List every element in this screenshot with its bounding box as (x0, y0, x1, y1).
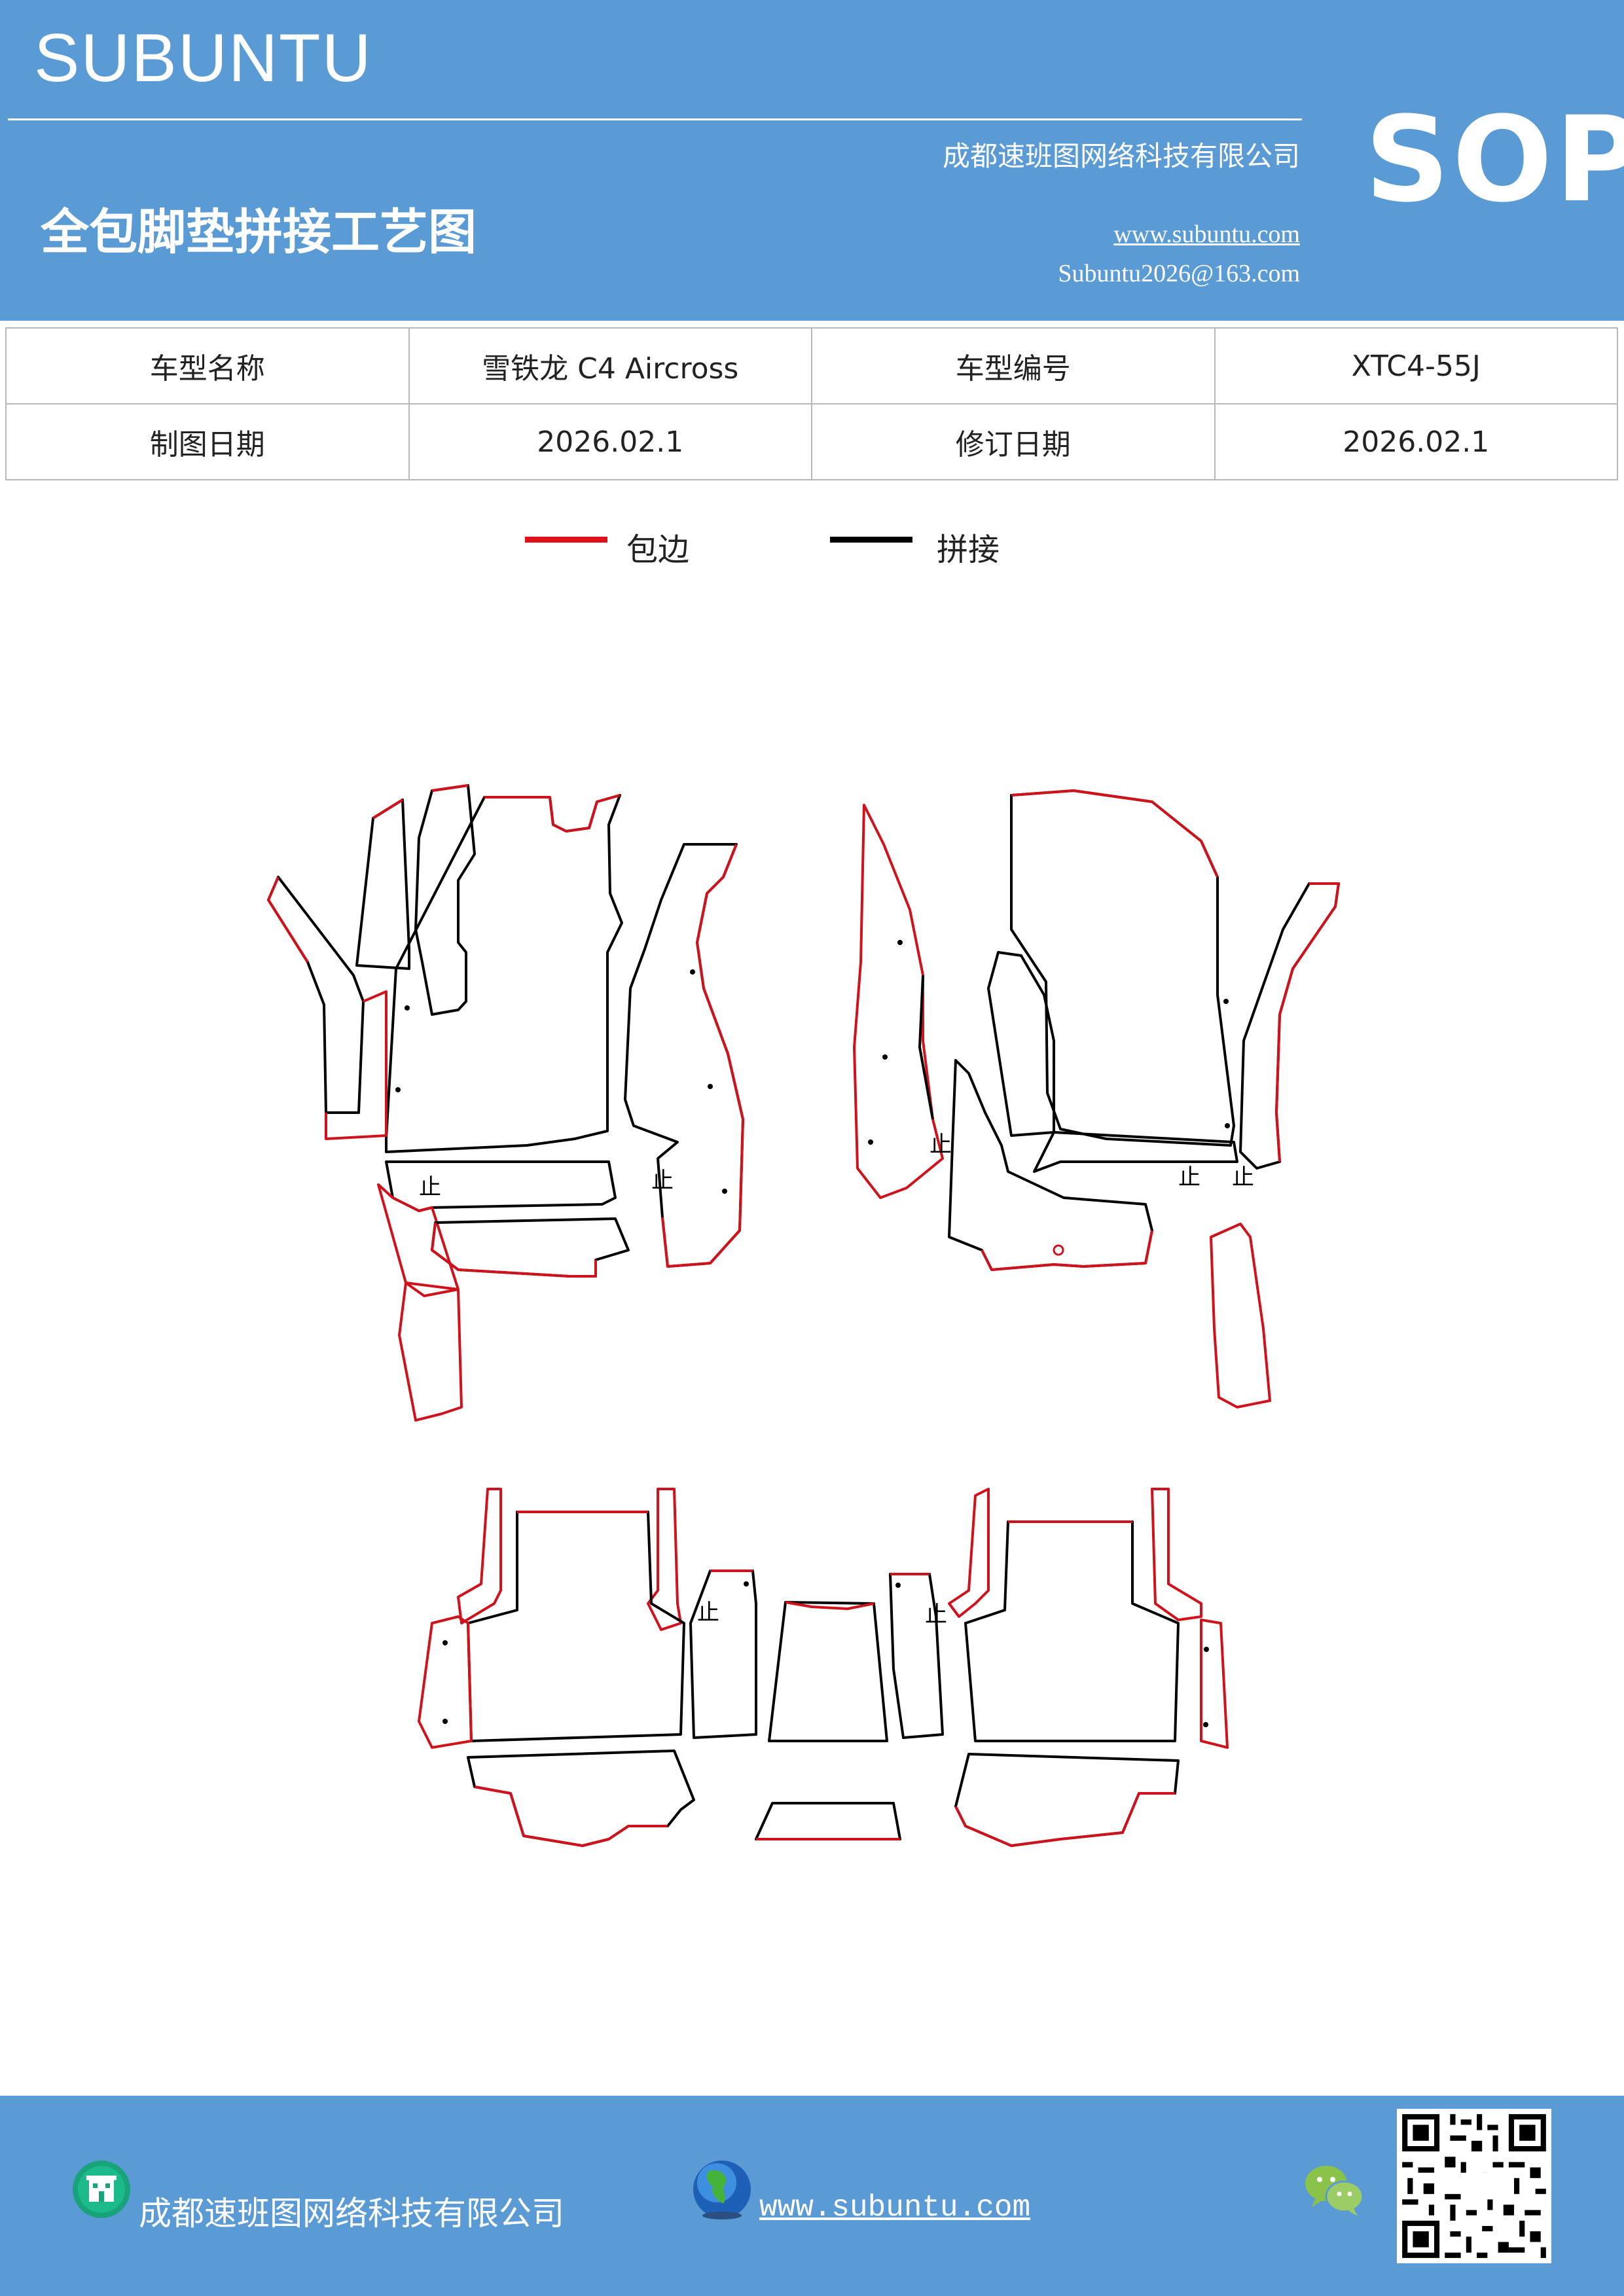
model-code-value: XTC4-55J (1214, 327, 1618, 404)
stop-mark: 止 (925, 1602, 947, 1628)
floor-mat-splice-diagram: 止 止 止 止 止 止 止 (267, 784, 1340, 1847)
stop-mark: 止 (1178, 1164, 1200, 1191)
legend-splice-label: 拼接 (937, 531, 1000, 568)
front-left-mats (267, 784, 744, 1422)
stop-mark: 止 (697, 1600, 719, 1626)
revise-date-value: 2026.02.1 (1214, 403, 1618, 480)
stop-mark: 止 (419, 1174, 441, 1200)
model-code-label: 车型编号 (811, 327, 1216, 404)
legend-edge-swatch (525, 537, 607, 543)
draw-date-label: 制图日期 (5, 403, 410, 480)
header-company-name: 成都速班图网络科技有限公司 (942, 140, 1300, 172)
footer-company-name: 成都速班图网络科技有限公司 (139, 2195, 564, 2233)
draw-date-value: 2026.02.1 (408, 403, 812, 480)
stop-mark: 止 (929, 1132, 952, 1158)
building-icon (73, 2161, 130, 2218)
document-title: 全包脚垫拼接工艺图 (41, 204, 477, 260)
stop-mark: 止 (1232, 1164, 1254, 1191)
sop-badge: SOP (1365, 92, 1624, 228)
front-right-mats (853, 789, 1340, 1408)
legend-splice-swatch (830, 537, 912, 543)
mounting-dots (395, 940, 1230, 1727)
header-banner: SUBUNTU 成都速班图网络科技有限公司 全包脚垫拼接工艺图 www.subu… (0, 0, 1624, 321)
header-email[interactable]: Subuntu2026@163.com (1058, 260, 1300, 287)
brand-logo-text: SUBUNTU (34, 20, 372, 96)
table-row: 制图日期 2026.02.1 修订日期 2026.02.1 (5, 403, 1618, 480)
model-name-value: 雪铁龙 C4 Aircross (408, 327, 812, 404)
qr-code[interactable] (1397, 2109, 1551, 2263)
stop-mark: 止 (651, 1168, 674, 1194)
rear-left-mats (418, 1488, 901, 1847)
vehicle-info-table: 车型名称 雪铁龙 C4 Aircross 车型编号 XTC4-55J 制图日期 … (5, 327, 1618, 480)
header-website-link[interactable]: www.subuntu.com (1113, 221, 1300, 248)
footer-banner: 成都速班图网络科技有限公司 www.subuntu.com (0, 2096, 1624, 2296)
globe-icon (693, 2161, 751, 2219)
header-divider (8, 118, 1302, 120)
model-name-label: 车型名称 (5, 327, 410, 404)
wechat-icon[interactable] (1303, 2161, 1365, 2217)
footer-website-link[interactable]: www.subuntu.com (759, 2191, 1031, 2225)
table-row: 车型名称 雪铁龙 C4 Aircross 车型编号 XTC4-55J (5, 327, 1618, 404)
rear-right-mats (889, 1488, 1229, 1847)
legend-edge-label: 包边 (626, 531, 690, 568)
revise-date-label: 修订日期 (811, 403, 1216, 480)
